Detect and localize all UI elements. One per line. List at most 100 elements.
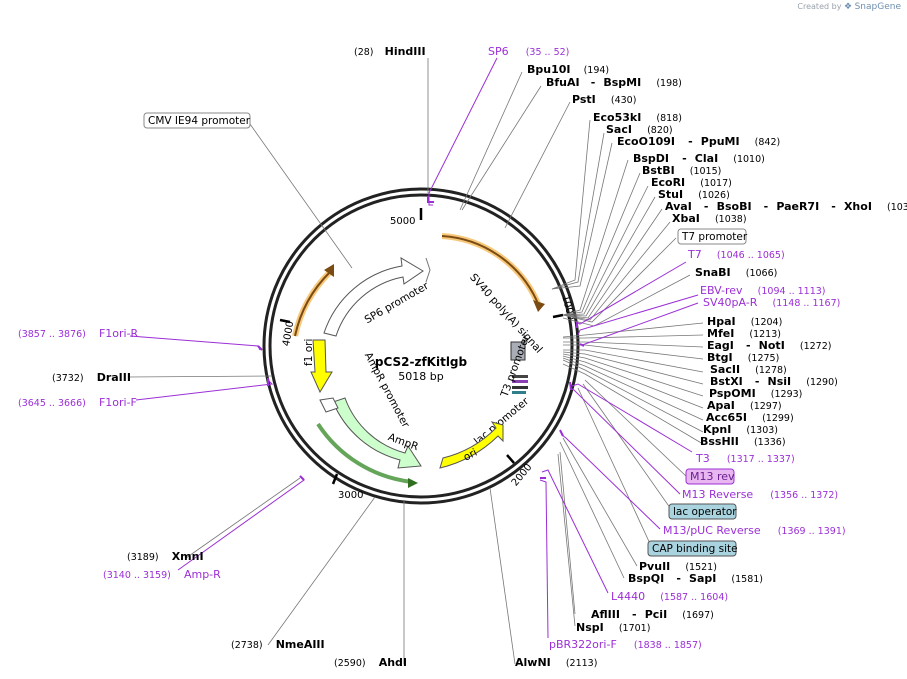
enzyme-eagi-pos: (1272): [800, 341, 832, 352]
cmv-ie94-promoter-box[interactable]: [143, 112, 251, 129]
primer-pbr322ori-f[interactable]: pBR322ori-F (1838 .. 1857): [549, 633, 702, 652]
primer-sv40pa-r[interactable]: SV40pA-R (1148 .. 1167): [703, 291, 840, 310]
cap-binding-site-box[interactable]: [647, 540, 737, 557]
enzyme-nmeaiii[interactable]: (2738) NmeAIII: [231, 633, 325, 652]
credit-created-by: Created by: [797, 2, 842, 11]
enzyme-bspdi-sep: -: [682, 152, 687, 165]
ori-arrow[interactable]: [439, 421, 504, 469]
primer-t3[interactable]: T3 (1317 .. 1337): [695, 447, 795, 466]
enzyme-afliii[interactable]: AflIII - PciI (1697): [591, 603, 714, 622]
enzyme-xmni[interactable]: (3189) XmnI: [127, 545, 204, 564]
enzyme-stui[interactable]: StuI (1026): [658, 183, 730, 202]
primer-sp6-pos: (35 .. 52): [526, 47, 570, 58]
enzyme-eco0109i-name: EcoO109I: [617, 135, 675, 148]
enzyme-eagi-sep: -: [746, 339, 751, 352]
primer-ebv-rev[interactable]: EBV-rev (1094 .. 1113): [700, 279, 826, 298]
primer-t3-pos: (1317 .. 1337): [727, 454, 795, 465]
primer-t7[interactable]: T7 (1046 .. 1065): [687, 243, 785, 262]
enzyme-nspi[interactable]: NspI (1701): [576, 616, 650, 635]
ampr-promoter-arrow[interactable]: [319, 397, 339, 413]
enzyme-sacii[interactable]: SacII (1278): [710, 358, 787, 377]
m13-rev-box[interactable]: [685, 468, 735, 485]
enzyme-bstbi-pos: (1015): [690, 166, 722, 177]
enzyme-pspomi[interactable]: PspOMI (1293): [709, 382, 802, 401]
enzyme-bspdi[interactable]: BspDI - ClaI (1010): [633, 147, 765, 166]
feature-arc-orange-left: [292, 269, 333, 337]
t7-promoter-box[interactable]: [677, 228, 747, 245]
enzyme-ecori[interactable]: EcoRI (1017): [651, 171, 732, 190]
enzyme-bstbi[interactable]: BstBI (1015): [642, 159, 721, 178]
m13-rev-box-label: M13 rev: [690, 470, 735, 483]
primer-m13-reverse-name: M13 Reverse: [682, 488, 753, 501]
primer-f1ori-r[interactable]: (3857 .. 3876) F1ori-R: [18, 322, 139, 341]
enzyme-eco0109i[interactable]: EcoO109I - PpuMI (842): [617, 130, 780, 149]
feature-arc-green: [316, 422, 413, 484]
enzyme-hindiii[interactable]: (28) HindIII: [354, 40, 426, 59]
sv40-polya-block[interactable]: [510, 341, 526, 361]
leader-lines: [127, 58, 704, 665]
primer-l4440[interactable]: L4440 (1587 .. 1604): [611, 585, 728, 604]
enzyme-bspqi[interactable]: BspQI - SapI (1581): [628, 567, 763, 586]
enzyme-draiii[interactable]: (3732) DraIII: [52, 366, 131, 385]
enzyme-nmeaiii-name: NmeAIII: [276, 638, 325, 651]
enzyme-pvuii-pos: (1521): [685, 562, 717, 573]
enzyme-psti[interactable]: PstI (430): [572, 88, 636, 107]
sv40-polya-label: SV40 poly(A) signal: [467, 271, 545, 355]
enzyme-kpni-name: KpnI: [703, 423, 731, 436]
enzyme-ecori-name: EcoRI: [651, 176, 685, 189]
primer-m13-puc-reverse-pos: (1369 .. 1391): [778, 526, 846, 537]
feature-arc-orange-left-core: [294, 271, 331, 337]
enzyme-hpai[interactable]: HpaI (1204): [707, 310, 782, 329]
primer-sv40pa-r-name: SV40pA-R: [703, 296, 758, 309]
enzyme-avai[interactable]: AvaI - BsoBI - PaeR7I - XhoI (1030): [665, 195, 907, 214]
enzyme-bpu10i-name: Bpu10I: [527, 63, 571, 76]
lac-operator-box[interactable]: [668, 503, 737, 520]
lac-operator-box-label: lac operator: [673, 506, 737, 518]
plasmid-name: pCS2-zfKitlgb: [375, 355, 468, 369]
credit-label: Created by ❖ SnapGene: [797, 2, 901, 12]
enzyme-bstxi[interactable]: BstXI - NsiI (1290): [710, 370, 838, 389]
enzyme-bstxi-pos: (1290): [806, 377, 838, 388]
primer-f1ori-f-name: F1ori-F: [99, 396, 137, 409]
ampr-arrow[interactable]: [332, 397, 422, 469]
enzyme-pvuii[interactable]: PvuII (1521): [639, 555, 717, 574]
plasmid-length: 5018 bp: [398, 370, 443, 383]
enzyme-saci[interactable]: SacI (820): [606, 118, 673, 137]
enzyme-apai[interactable]: ApaI (1297): [707, 394, 782, 413]
enzyme-apai-pos: (1297): [750, 401, 782, 412]
enzyme-bspqi-name: BspQI: [628, 572, 664, 585]
feature-arc-green-head: [408, 478, 418, 488]
primer-m13-reverse[interactable]: M13 Reverse (1356 .. 1372): [682, 483, 838, 502]
enzyme-ahdi[interactable]: (2590) AhdI: [334, 651, 407, 670]
enzyme-eco53ki[interactable]: Eco53kI (818): [593, 106, 682, 125]
primer-m13-puc-reverse[interactable]: M13/pUC Reverse (1369 .. 1391): [663, 519, 846, 538]
enzyme-eco0109i-name2: PpuMI: [701, 135, 740, 148]
enzyme-alwni[interactable]: AlwNI (2113): [515, 651, 597, 670]
enzyme-kpni[interactable]: KpnI (1303): [703, 418, 778, 437]
backbone-outer-ring: [262, 187, 580, 505]
sp6-promoter-arrow[interactable]: [323, 257, 424, 337]
enzyme-nspi-pos: (1701): [619, 623, 651, 634]
enzyme-mfei[interactable]: MfeI (1213): [707, 322, 781, 341]
enzyme-btgi[interactable]: BtgI (1275): [707, 346, 779, 365]
f1-ori-arrow[interactable]: [310, 339, 333, 394]
enzyme-bpu10i[interactable]: Bpu10I (194): [527, 58, 609, 77]
cap-block: [512, 391, 526, 394]
enzyme-snabi[interactable]: SnaBI (1066): [695, 261, 777, 280]
enzyme-bfuai[interactable]: BfuAI - BspMI (198): [546, 71, 682, 90]
cmv-ie94-promoter-box-label: CMV IE94 promoter: [148, 115, 251, 127]
enzyme-bsshii[interactable]: BssHII (1336): [700, 430, 786, 449]
primer-t7-name: T7: [687, 248, 702, 261]
enzyme-eagi[interactable]: EagI - NotI (1272): [707, 334, 831, 353]
primer-amp-r-name: Amp-R: [184, 568, 221, 581]
backbone-inner-ring: [268, 193, 574, 499]
enzyme-acc65i[interactable]: Acc65I (1299): [706, 406, 794, 425]
enzyme-xbai[interactable]: XbaI (1038): [672, 207, 747, 226]
enzyme-avai-name3: PaeR7I: [776, 200, 819, 213]
sp6-small-marker: [425, 257, 431, 283]
primer-f1ori-f[interactable]: (3645 .. 3666) F1ori-F: [18, 391, 137, 410]
primer-amp-r[interactable]: (3140 .. 3159) Amp-R: [103, 563, 221, 582]
primer-sp6[interactable]: SP6 (35 .. 52): [488, 40, 569, 59]
enzyme-nmeaiii-pos: (2738): [231, 640, 263, 651]
enzyme-bspdi-pos: (1010): [733, 154, 765, 165]
